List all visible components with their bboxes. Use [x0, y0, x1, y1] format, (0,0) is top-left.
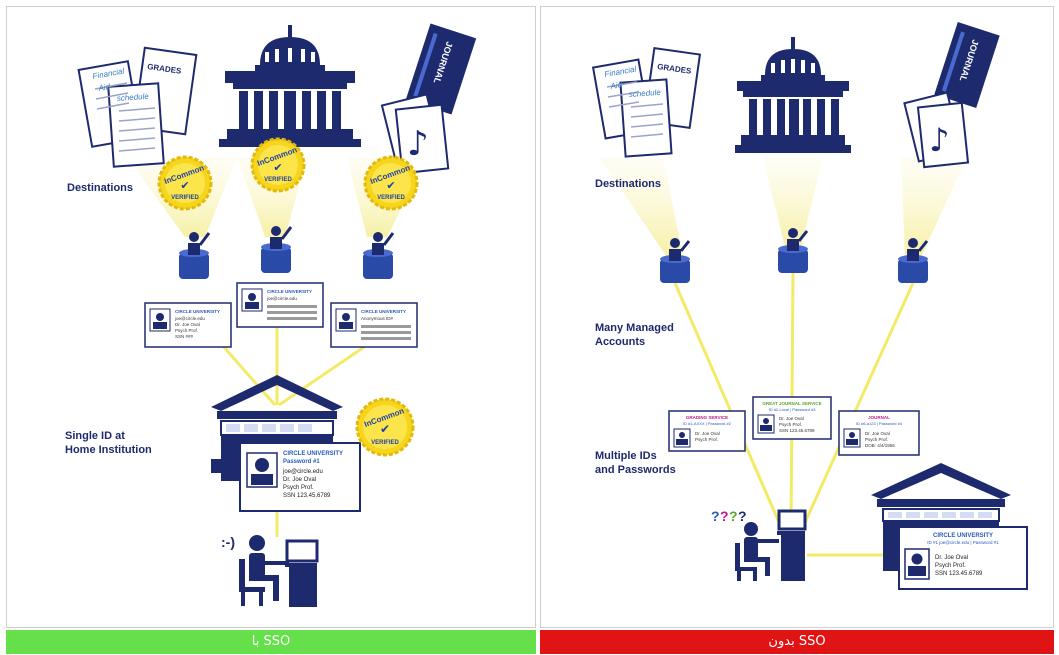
svg-text:Psych Prof.: Psych Prof. — [865, 437, 888, 442]
doc-label-schedule: schedule — [117, 92, 150, 103]
many-accounts-label-line2: Accounts — [595, 336, 645, 348]
svg-text:?: ? — [720, 508, 729, 524]
svg-text:ID #1-AXXX | Password #2: ID #1-AXXX | Password #2 — [683, 421, 732, 426]
svg-text:Anonymous ID#: Anonymous ID# — [361, 316, 394, 321]
user-at-computer-icon — [735, 509, 807, 581]
without-sso-caption: بدون SSO — [540, 630, 1054, 654]
gatekeeper-icon — [778, 228, 809, 273]
svg-text:✔: ✔ — [180, 179, 189, 192]
music-note-icon: ♪ — [407, 124, 429, 164]
svg-text:ID #6-a123 | Password #4: ID #6-a123 | Password #4 — [856, 421, 903, 426]
documents-icon: GRADES Financial Aid schedule — [77, 46, 198, 168]
svg-text:CIRCLE UNIVERSITY: CIRCLE UNIVERSITY — [361, 309, 406, 314]
many-accounts-label: Many Managed — [595, 322, 674, 334]
incommon-verified-badge: InCommon ✔ VERIFIED — [157, 155, 213, 211]
with-sso-panel: GRADES Financial Aid schedule JOURNAL ♪ … — [6, 6, 536, 628]
multiple-ids-label: Multiple IDs — [595, 450, 657, 462]
svg-text:SSN 123.45.6789: SSN 123.45.6789 — [935, 571, 983, 577]
light-beam — [763, 157, 823, 247]
gatekeeper-icon — [660, 238, 691, 283]
destinations-label: Destinations — [67, 182, 133, 194]
doc-label-aid: Aid — [97, 82, 111, 93]
svg-text:Password #1: Password #1 — [283, 459, 320, 465]
svg-text:✔: ✔ — [386, 179, 395, 192]
capitol-building-icon — [735, 37, 851, 153]
svg-text:CIRCLE UNIVERSITY: CIRCLE UNIVERSITY — [175, 309, 220, 314]
id-card: CIRCLE UNIVERSITY Anonymous ID# — [330, 302, 418, 348]
svg-text:Dr. Joe Oval: Dr. Joe Oval — [283, 477, 316, 483]
svg-text:DOB: 4/4/1955: DOB: 4/4/1955 — [865, 443, 895, 448]
svg-text:Dr. Joe Oval: Dr. Joe Oval — [935, 555, 968, 561]
journal-icon: JOURNAL ♪ — [380, 23, 477, 175]
doc-label-schedule: schedule — [629, 88, 662, 99]
account-card: GREAT JOURNAL SERVICE ID #2-Local | Pass… — [752, 396, 832, 440]
svg-text:CIRCLE UNIVERSITY: CIRCLE UNIVERSITY — [933, 533, 993, 539]
svg-text:joe@circle.edu: joe@circle.edu — [174, 316, 205, 321]
svg-text:VERIFIED: VERIFIED — [377, 195, 405, 201]
svg-text:GREAT JOURNAL SERVICE: GREAT JOURNAL SERVICE — [762, 401, 821, 406]
svg-text:Dr. Joe Oval: Dr. Joe Oval — [175, 322, 200, 327]
svg-text:GRADING SERVICE: GRADING SERVICE — [686, 415, 728, 420]
user-at-computer-icon — [239, 535, 319, 607]
svg-text:Psych Prof.: Psych Prof. — [283, 485, 314, 491]
svg-text:SSN 123.45.6789: SSN 123.45.6789 — [779, 428, 815, 433]
svg-text:✔: ✔ — [273, 161, 282, 174]
svg-text:Dr. Joe Oval: Dr. Joe Oval — [695, 431, 720, 436]
doc-label-aid: Aid — [609, 80, 623, 91]
svg-text:Psych Prof.: Psych Prof. — [175, 328, 198, 333]
destinations-label: Destinations — [595, 178, 661, 190]
svg-text:Psych Prof.: Psych Prof. — [779, 422, 802, 427]
gatekeeper-icon — [363, 232, 395, 279]
with-sso-caption: با SSO — [6, 630, 536, 654]
svg-text:Dr. Joe Oval: Dr. Joe Oval — [779, 416, 804, 421]
id-card: CIRCLE UNIVERSITY joe@circle.edu — [236, 282, 324, 328]
account-card: GRADING SERVICE ID #1-AXXX | Password #2… — [668, 410, 746, 452]
home-id-card: CIRCLE UNIVERSITY ID #1 joe@circle.edu |… — [898, 526, 1028, 590]
gatekeeper-icon — [261, 226, 293, 273]
svg-text:Psych Prof.: Psych Prof. — [935, 563, 966, 569]
multiple-ids-label-line2: and Passwords — [595, 464, 676, 476]
incommon-verified-badge: InCommon ✔ VERIFIED — [363, 155, 419, 211]
svg-text:Dr. Joe Oval: Dr. Joe Oval — [865, 431, 890, 436]
home-id-card: CIRCLE UNIVERSITY Password #1 joe@circle… — [239, 442, 361, 512]
svg-text:SSN 123.45.6789: SSN 123.45.6789 — [283, 493, 331, 499]
single-id-label: Single ID at — [65, 430, 125, 442]
without-sso-diagram: GRADES Financial Aid schedule JOURNAL ♪ … — [591, 22, 1028, 590]
svg-text:joe@circle.edu: joe@circle.edu — [282, 469, 323, 475]
smiley-text: :-) — [221, 534, 235, 550]
documents-icon: GRADES Financial Aid schedule — [591, 47, 702, 158]
svg-text:?: ? — [711, 508, 720, 524]
incommon-verified-badge: InCommon ✔ VERIFIED — [250, 137, 306, 193]
question-marks-text: ? ? ? ? — [711, 508, 747, 524]
capitol-building-icon — [219, 25, 361, 147]
svg-text:joe@circle.edu: joe@circle.edu — [266, 296, 297, 301]
svg-text:CIRCLE UNIVERSITY: CIRCLE UNIVERSITY — [267, 289, 312, 294]
svg-text:VERIFIED: VERIFIED — [264, 177, 292, 183]
with-sso-diagram: GRADES Financial Aid schedule JOURNAL ♪ … — [65, 23, 477, 607]
svg-text:VERIFIED: VERIFIED — [171, 195, 199, 201]
svg-text:CIRCLE UNIVERSITY: CIRCLE UNIVERSITY — [283, 451, 343, 457]
music-note-icon: ♪ — [929, 121, 949, 159]
gatekeeper-icon — [179, 232, 211, 279]
svg-text:ID #1 joe@circle.edu | Passwor: ID #1 joe@circle.edu | Password #1 — [927, 540, 999, 545]
incommon-verified-badge: InCommon ✔ VERIFIED — [355, 397, 415, 457]
journal-icon: JOURNAL ♪ — [903, 22, 1000, 169]
connection-lines — [220, 327, 368, 537]
svg-text:✔: ✔ — [380, 422, 390, 436]
id-card: CIRCLE UNIVERSITY joe@circle.edu Dr. Joe… — [144, 302, 232, 348]
svg-text:ID #2-Local | Password #3: ID #2-Local | Password #3 — [769, 407, 817, 412]
light-beam — [901, 157, 967, 257]
svg-text:Psych Prof.: Psych Prof. — [695, 437, 718, 442]
light-beam — [599, 157, 683, 257]
gatekeeper-icon — [898, 238, 929, 283]
account-card: JOURNAL ID #6-a123 | Password #4 Dr. Joe… — [838, 410, 920, 456]
single-id-label-line2: Home Institution — [65, 444, 152, 456]
svg-text:?: ? — [738, 508, 747, 524]
svg-text:VERIFIED: VERIFIED — [371, 440, 399, 446]
without-sso-panel: GRADES Financial Aid schedule JOURNAL ♪ … — [540, 6, 1054, 628]
svg-text:?: ? — [729, 508, 738, 524]
svg-text:JOURNAL: JOURNAL — [868, 415, 890, 420]
svg-text:SSN ###: SSN ### — [175, 334, 194, 339]
